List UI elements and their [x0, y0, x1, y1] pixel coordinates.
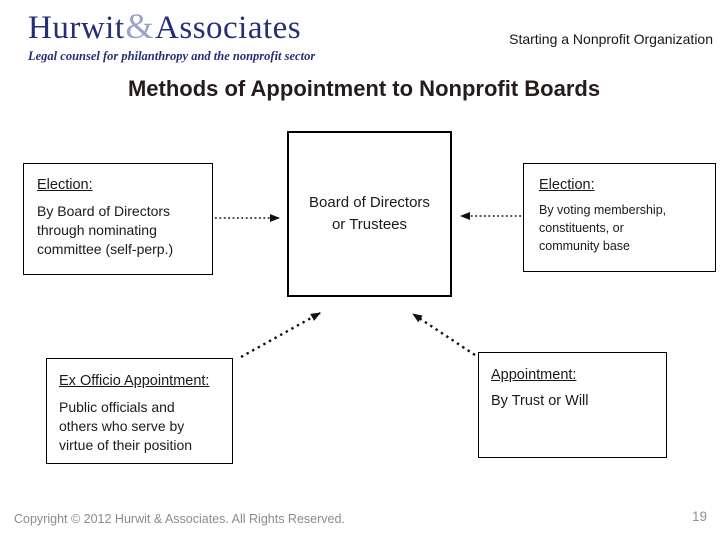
left-box-heading: Election: — [37, 177, 93, 193]
brand-name-second: Associates — [155, 10, 302, 46]
arrow-bottomleft-to-center — [240, 311, 321, 359]
course-title: Starting a Nonprofit Organization — [509, 31, 713, 47]
arrow-bottomright-to-center — [412, 312, 476, 357]
copyright-text: Copyright © 2012 Hurwit & Associates. Al… — [14, 512, 345, 526]
bottom-left-box-heading: Ex Officio Appointment: — [59, 373, 210, 389]
bottom-left-box-text: Public officials and others who serve by… — [59, 399, 193, 454]
brand-ampersand: & — [125, 6, 155, 46]
center-box-text: Board of Directors or Trustees — [309, 193, 430, 234]
page-number: 19 — [691, 509, 707, 524]
bottom-right-box-text: By Trust or Will — [491, 393, 589, 409]
left-box-election-board: Election: By Board of Directors through … — [23, 163, 213, 275]
brand-name: Hurwit&Associates — [28, 8, 315, 45]
bottom-right-box-heading: Appointment: — [491, 367, 577, 383]
slide-title: Methods of Appointment to Nonprofit Boar… — [127, 76, 601, 101]
brand-name-first: Hurwit — [28, 10, 125, 46]
right-box-text: By voting membership, constituents, or c… — [539, 203, 667, 253]
bottom-left-box-ex-officio: Ex Officio Appointment: Public officials… — [46, 358, 233, 464]
left-box-text: By Board of Directors through nominating… — [37, 203, 174, 258]
brand-logo: Hurwit&Associates Legal counsel for phil… — [28, 8, 315, 64]
bottom-right-box-appointment: Appointment: By Trust or Will — [478, 352, 667, 458]
right-box-election-membership: Election: By voting membership, constitu… — [523, 163, 716, 272]
brand-tagline: Legal counsel for philanthropy and the n… — [28, 49, 316, 63]
right-box-heading: Election: — [539, 177, 595, 193]
center-box-board-of-directors: Board of Directors or Trustees — [287, 131, 452, 297]
